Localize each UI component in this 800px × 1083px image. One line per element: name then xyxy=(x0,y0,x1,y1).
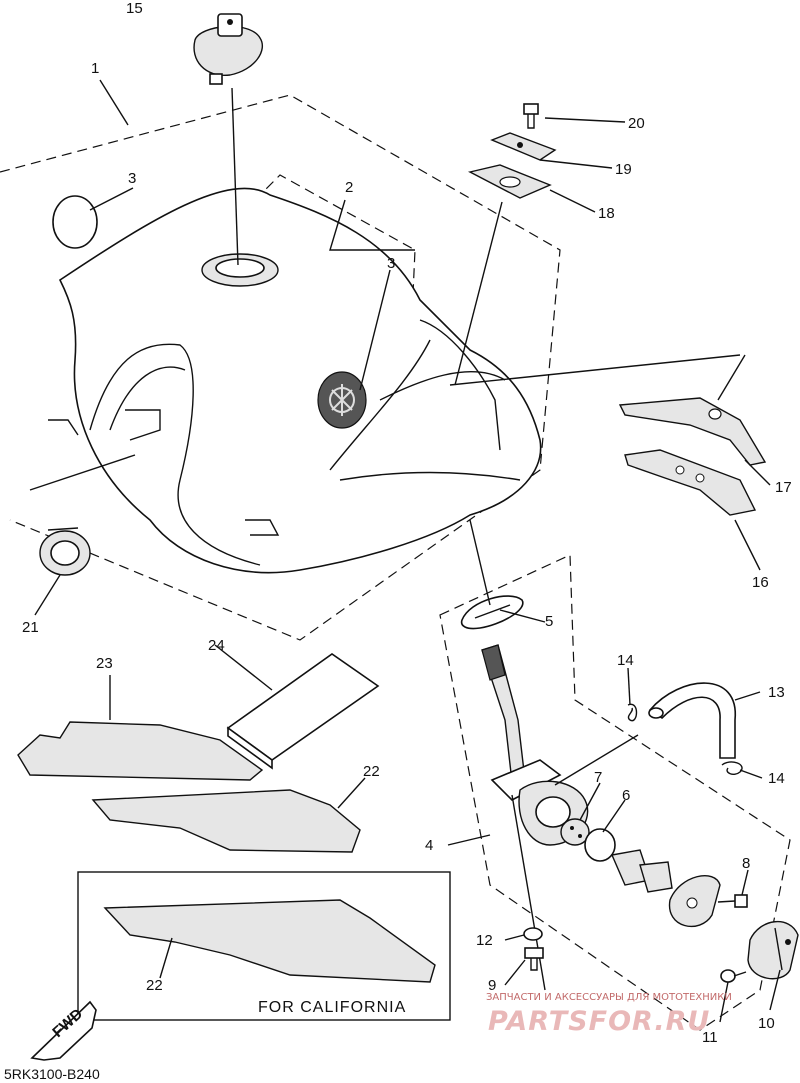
callout-18: 18 xyxy=(598,205,615,222)
watermark-brand: PARTSFOR.RU xyxy=(488,1006,710,1037)
california-box xyxy=(77,871,451,1021)
bracket-part-16 xyxy=(624,449,757,516)
callout-17: 17 xyxy=(775,479,792,496)
screw-part-9 xyxy=(524,947,544,971)
callout-24: 24 xyxy=(208,637,225,654)
callout-21: 21 xyxy=(22,619,39,636)
clip-part-14-bottom xyxy=(721,761,743,775)
damper-part-24 xyxy=(226,653,380,770)
callout-15: 15 xyxy=(126,0,143,17)
callout-20: 20 xyxy=(628,115,645,132)
fwd-arrow-icon xyxy=(30,1000,97,1061)
callout-7: 7 xyxy=(594,769,602,786)
screw-part-8 xyxy=(717,894,748,908)
diagram-code: 5RK3100-B240 xyxy=(4,1066,100,1082)
damper-part-23 xyxy=(17,721,264,781)
watermark-subtitle: ЗАПЧАСТИ И АКСЕССУАРЫ ДЛЯ МОТОТЕХНИКИ xyxy=(486,992,732,1003)
california-label: FOR CALIFORNIA xyxy=(258,999,406,1016)
callout-23: 23 xyxy=(96,655,113,672)
callout-22-bottom: 22 xyxy=(146,977,163,994)
callout-5: 5 xyxy=(545,613,553,630)
seal-part-5 xyxy=(460,595,524,630)
callout-3-right: 3 xyxy=(387,255,395,272)
clip-part-14-top xyxy=(627,703,638,722)
fuel-cap xyxy=(193,13,263,85)
damper-part-22 xyxy=(91,789,361,853)
washer-part-12 xyxy=(523,927,543,941)
screw-part-11 xyxy=(720,969,747,983)
callout-1: 1 xyxy=(91,60,99,77)
callout-3-left: 3 xyxy=(128,170,136,187)
callout-22-top: 22 xyxy=(363,763,380,780)
callout-4: 4 xyxy=(425,837,433,854)
nut-part xyxy=(39,527,91,576)
callout-9: 9 xyxy=(488,977,496,994)
emblem-left xyxy=(52,195,98,249)
damper-part-22-california xyxy=(103,899,436,983)
callout-13: 13 xyxy=(768,684,785,701)
packing-part-7 xyxy=(560,818,590,846)
callout-2: 2 xyxy=(345,179,353,196)
fuel-tank xyxy=(48,187,542,574)
callout-14-top: 14 xyxy=(617,652,634,669)
lever-part xyxy=(611,849,673,893)
plate-part xyxy=(668,875,721,928)
leader-lines xyxy=(29,79,781,1023)
callout-16: 16 xyxy=(752,574,769,591)
damper-part-18 xyxy=(467,164,552,199)
callout-12: 12 xyxy=(476,932,493,949)
callout-14-bottom: 14 xyxy=(768,770,785,787)
plate-part-19 xyxy=(490,132,557,161)
callout-11: 11 xyxy=(702,1029,718,1046)
bolt-part-20 xyxy=(523,103,539,129)
callout-19: 19 xyxy=(615,161,632,178)
hose-part-13 xyxy=(648,682,736,759)
o-ring-part-6 xyxy=(584,828,616,862)
knob-part-10 xyxy=(747,920,799,980)
callout-10: 10 xyxy=(758,1015,775,1032)
assembly-boundary-fuel-cock xyxy=(439,554,791,1031)
callout-6: 6 xyxy=(622,787,630,804)
callout-8: 8 xyxy=(742,855,750,872)
emblem-right xyxy=(317,371,367,429)
